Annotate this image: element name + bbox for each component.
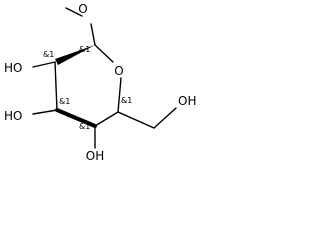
c3-hydroxyl-label: HO <box>4 109 22 123</box>
anomeric-o-c1-bond <box>90 23 96 46</box>
c4-c5-bond <box>94 111 119 127</box>
c4-hydroxyl-label: OH <box>86 149 104 163</box>
c2-c3-bond <box>54 61 58 111</box>
c5-ring-o-bond <box>117 77 122 113</box>
methyl-bond <box>65 7 83 17</box>
ring-oxygen-label: O <box>114 64 123 78</box>
c4-stereo-label: &1 <box>79 122 90 131</box>
c5-c6-bond <box>117 111 155 129</box>
c1-ring-o-bond <box>94 44 114 63</box>
c2-hydroxyl-bond <box>32 61 56 68</box>
c3-hydroxyl-bond <box>32 109 58 115</box>
structure-canvas: O O HO HO OH OH &1 &1 &1 &1 &1 <box>4 2 196 163</box>
c2-hydroxyl-label: HO <box>4 61 22 75</box>
c1-c2-wedge-bond <box>55 45 95 65</box>
c5-stereo-label: &1 <box>121 96 132 105</box>
c3-c4-bold-bond <box>55 108 97 128</box>
c3-stereo-label: &1 <box>59 97 70 106</box>
c6-hydroxyl-label: OH <box>178 94 196 108</box>
c6-hydroxyl-bond <box>153 107 177 129</box>
anomeric-oxygen-label: O <box>78 2 87 16</box>
c1-stereo-label: &1 <box>79 45 90 54</box>
molecule-drawing: O O HO HO OH OH &1 &1 &1 &1 &1 <box>4 2 196 163</box>
c2-stereo-label: &1 <box>43 50 54 59</box>
